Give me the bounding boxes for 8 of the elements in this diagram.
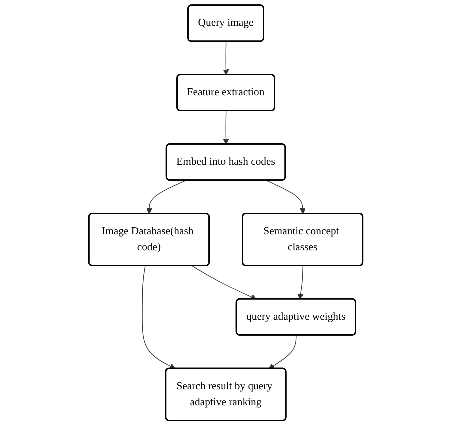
arrow (142, 266, 176, 370)
arrow (268, 335, 297, 370)
arrow (298, 266, 304, 300)
arrow (223, 110, 230, 145)
arrow (223, 41, 230, 76)
arrow (146, 180, 187, 214)
arrow (266, 180, 306, 214)
arrow (192, 266, 257, 300)
